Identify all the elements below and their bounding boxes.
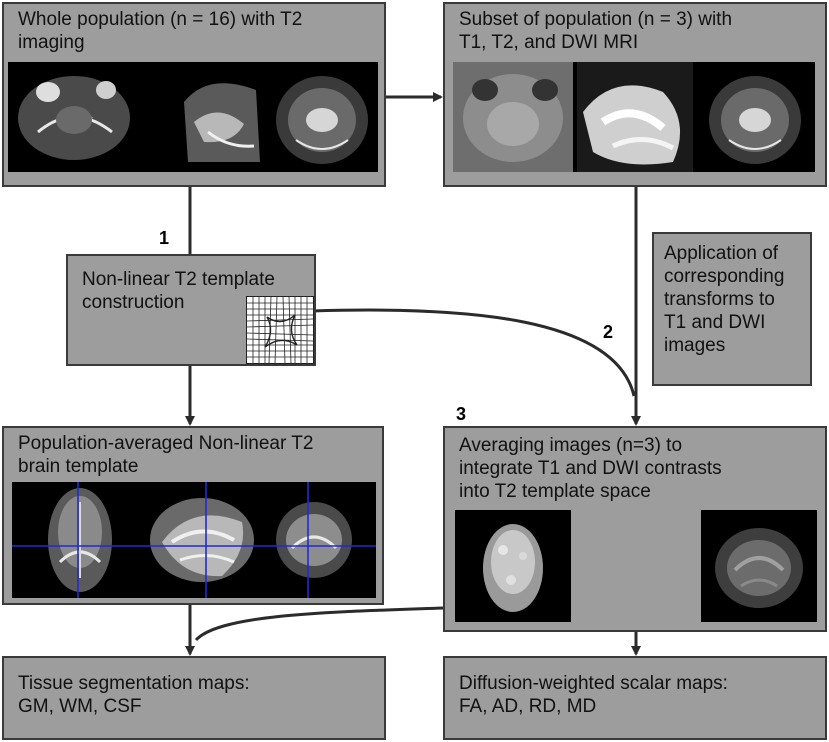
multimodal-image-strip — [453, 62, 815, 172]
application-transforms-text: Application of corresponding transforms … — [664, 243, 785, 356]
averaged-t1-image — [455, 510, 571, 622]
template-image-strip — [12, 482, 376, 598]
step-2-label: 2 — [603, 322, 614, 342]
template-views-image — [12, 482, 376, 598]
averaged-dwi-brain — [715, 528, 803, 608]
t2-image-strip — [8, 62, 378, 172]
population-averaged-box: Population-averaged Non-linear T2 brain … — [2, 426, 384, 605]
step-3-label: 3 — [456, 404, 467, 424]
whole-population-text: Whole population (n = 16) with T2 imagin… — [18, 9, 303, 53]
arrow-averaging-curve — [194, 606, 444, 642]
tissue-segmentation-text: Tissue segmentation maps: GM, WM, CSF — [18, 673, 250, 717]
subset-population-text: Subset of population (n = 3) with T1, T2… — [459, 9, 733, 53]
deformation-grid-icon — [246, 296, 314, 364]
application-transforms-box: Application of corresponding transforms … — [652, 232, 812, 386]
t2-axial-image — [18, 76, 368, 164]
averaged-dwi-image — [701, 510, 817, 622]
subset-population-box: Subset of population (n = 3) with T1, T2… — [443, 2, 827, 187]
diffusion-maps-box: Diffusion-weighted scalar maps: FA, AD, … — [443, 656, 827, 740]
diffusion-maps-text: Diffusion-weighted scalar maps: FA, AD, … — [459, 673, 728, 717]
averaging-images-box: Averaging images (n=3) to integrate T1 a… — [443, 426, 827, 632]
template-construction-box: Non-linear T2 template construction — [66, 254, 316, 366]
t1-dwi-t2-images — [453, 62, 801, 172]
template-construction-text: Non-linear T2 template construction — [82, 269, 275, 313]
step-1-label: 1 — [159, 228, 170, 248]
averaging-images-text: Averaging images (n=3) to integrate T1 a… — [459, 435, 722, 502]
averaged-t1-brain — [483, 524, 543, 612]
tissue-segmentation-box: Tissue segmentation maps: GM, WM, CSF — [2, 656, 386, 740]
population-averaged-text: Population-averaged Non-linear T2 brain … — [18, 433, 314, 477]
arrow-template-curve — [311, 308, 636, 397]
whole-population-box: Whole population (n = 16) with T2 imagin… — [2, 2, 386, 187]
